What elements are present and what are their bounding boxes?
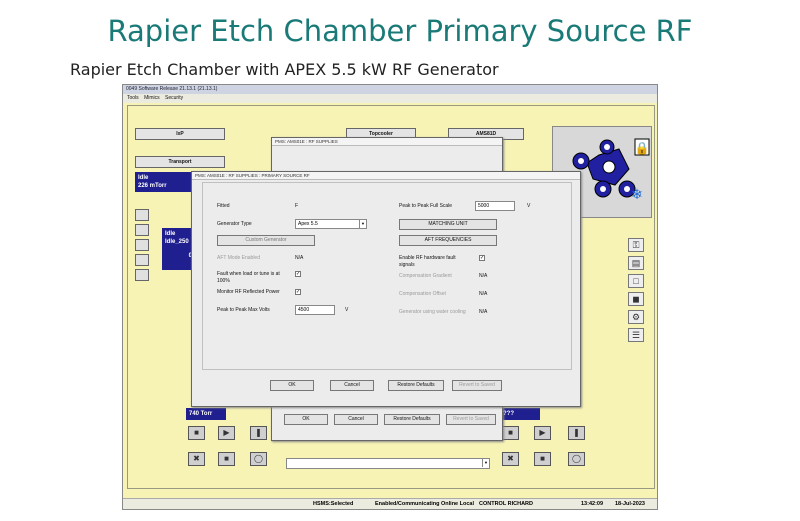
aft-mode-label: AFT Mode Enabled: [217, 255, 260, 261]
svg-text:❄: ❄: [631, 187, 643, 203]
transport-pressure: 226 mTorr: [138, 183, 167, 189]
side-button-2[interactable]: [135, 224, 149, 236]
right-reset-icon[interactable]: ◯: [568, 452, 585, 466]
right-abort-icon[interactable]: ✖: [502, 452, 519, 466]
app-menu-bar: Tools Mimics Security: [123, 94, 657, 103]
custom-generator-button[interactable]: Custom Generator: [217, 235, 315, 246]
side-button-4[interactable]: [135, 254, 149, 266]
primary-source-rf-dialog: PMS: AMS01E : RF SUPPLIES : PRIMARY SOUR…: [191, 171, 581, 407]
generator-type-label: Generator Type: [217, 221, 252, 227]
hsms-status: HSMS:Selected: [313, 501, 354, 507]
comp-offset-value: N/A: [479, 291, 488, 297]
ptp-max-unit: V: [345, 307, 349, 313]
chevron-down-icon: ▼: [482, 459, 489, 467]
revert-to-saved-button[interactable]: Revert to Saved: [452, 380, 502, 391]
gen-water-label: Generator using water cooling: [399, 309, 466, 315]
loadlock-right-status: ???: [500, 408, 540, 420]
status-bar: HSMS:Selected Enabled/Communicating Onli…: [123, 498, 657, 509]
right-play-icon[interactable]: ▶: [534, 426, 551, 440]
nav-ixp-button[interactable]: IxP: [135, 128, 225, 140]
slide-title: Rapier Etch Chamber Primary Source RF: [107, 14, 693, 48]
fault-load-checkbox[interactable]: ✓: [295, 271, 301, 277]
chamber-icon[interactable]: ◼: [628, 292, 644, 306]
time-status: 13:42:09: [581, 501, 604, 507]
loadlock-left-status: 740 Torr: [186, 408, 226, 420]
generator-type-value: Apex 5.5: [298, 221, 318, 227]
generator-type-select[interactable]: Apex 5.5 ▼: [295, 219, 367, 229]
menu-security[interactable]: Security: [165, 95, 184, 101]
fitted-value: F: [295, 203, 299, 209]
comp-offset-label: Compensation Offset: [399, 291, 446, 297]
ptp-full-unit: V: [527, 203, 531, 209]
comm-status: Enabled/Communicating Online Local: [375, 501, 475, 507]
primary-source-rf-title: PMS: AMS01E : RF SUPPLIES : PRIMARY SOUR…: [192, 172, 580, 180]
gear-icon[interactable]: ⚙: [628, 310, 644, 324]
wafer-handler-graphic: 🔒 ❄: [572, 138, 650, 203]
transport-state: Idle: [138, 175, 149, 181]
left-play-icon[interactable]: ▶: [218, 426, 235, 440]
fitted-label: Fitted: [217, 203, 230, 209]
left-lift-icon[interactable]: ■: [188, 426, 205, 440]
ptp-full-input[interactable]: 5000: [475, 201, 515, 211]
enable-fault-checkbox[interactable]: ✓: [479, 255, 485, 261]
comp-gradient-value: N/A: [479, 273, 488, 279]
nav-transport-button[interactable]: Transport: [135, 156, 225, 168]
fault-load-label: Fault when load or tune is at: [217, 271, 280, 277]
settings-panel: Fitted F Generator Type Apex 5.5 ▼ Custo…: [202, 182, 572, 370]
side-button-1[interactable]: [135, 209, 149, 221]
restore-defaults-button[interactable]: Restore Defaults: [388, 380, 444, 391]
left-abort-icon[interactable]: ✖: [188, 452, 205, 466]
monitor-reflected-label: Monitor RF Reflected Power: [217, 289, 280, 295]
right-pause-icon[interactable]: ❚: [568, 426, 585, 440]
fault-load-label-2: 100%: [217, 278, 230, 284]
left-pause-icon[interactable]: ❚: [250, 426, 267, 440]
ok-button[interactable]: OK: [270, 380, 314, 391]
right-stop-icon[interactable]: ■: [534, 452, 551, 466]
transport-status: Idle 226 mTorr: [135, 172, 203, 192]
aft-frequencies-button[interactable]: AFT FREQUENCIES: [399, 235, 497, 246]
cancel-button[interactable]: Cancel: [330, 380, 374, 391]
rf-supplies-title: PMS: AMS01E : RF SUPPLIES: [272, 138, 502, 146]
document-icon[interactable]: □: [628, 274, 644, 288]
ptp-max-input[interactable]: 4500: [295, 305, 335, 315]
enable-fault-label-2: signals: [399, 262, 415, 268]
chamber-state: Idle: [165, 231, 176, 237]
app-window: 0049 Software Release 21.13.1 (21.13.1) …: [122, 84, 658, 510]
left-reset-icon[interactable]: ◯: [250, 452, 267, 466]
list-icon[interactable]: ☰: [628, 328, 644, 342]
right-lift-icon[interactable]: ■: [502, 426, 519, 440]
user-status: CONTROL RICHARD: [479, 501, 533, 507]
chevron-down-icon: ▼: [359, 220, 366, 228]
enable-fault-label: Enable RF hardware fault: [399, 255, 456, 261]
ptp-full-label: Peak to Peak Full Scale: [399, 203, 453, 209]
menu-mimics[interactable]: Mimics: [144, 95, 160, 101]
monitor-reflected-checkbox[interactable]: ✓: [295, 289, 301, 295]
aft-mode-value: N/A: [295, 255, 304, 261]
back-revert-button[interactable]: Revert to Saved: [446, 414, 496, 425]
back-cancel-button[interactable]: Cancel: [334, 414, 378, 425]
back-ok-button[interactable]: OK: [284, 414, 328, 425]
chamber-recipe: Idle_250: [165, 239, 189, 245]
key-icon[interactable]: ⚿: [628, 238, 644, 252]
gen-water-value: N/A: [479, 309, 488, 315]
slide-subtitle: Rapier Etch Chamber with APEX 5.5 kW RF …: [70, 60, 499, 79]
back-restore-defaults-button[interactable]: Restore Defaults: [384, 414, 440, 425]
ptp-max-label: Peak to Peak Max Volts: [217, 307, 270, 313]
chart-icon[interactable]: ▤: [628, 256, 644, 270]
matching-unit-button[interactable]: MATCHING UNIT: [399, 219, 497, 230]
side-button-3[interactable]: [135, 239, 149, 251]
left-stop-icon[interactable]: ■: [218, 452, 235, 466]
svg-text:🔒: 🔒: [635, 141, 650, 155]
menu-tools[interactable]: Tools: [127, 95, 139, 101]
app-title-bar: 0049 Software Release 21.13.1 (21.13.1): [123, 85, 657, 94]
comp-gradient-label: Compensation Gradient: [399, 273, 452, 279]
bottom-select[interactable]: ▼: [286, 458, 490, 469]
date-status: 18-Jul-2023: [615, 501, 645, 507]
side-button-5[interactable]: [135, 269, 149, 281]
